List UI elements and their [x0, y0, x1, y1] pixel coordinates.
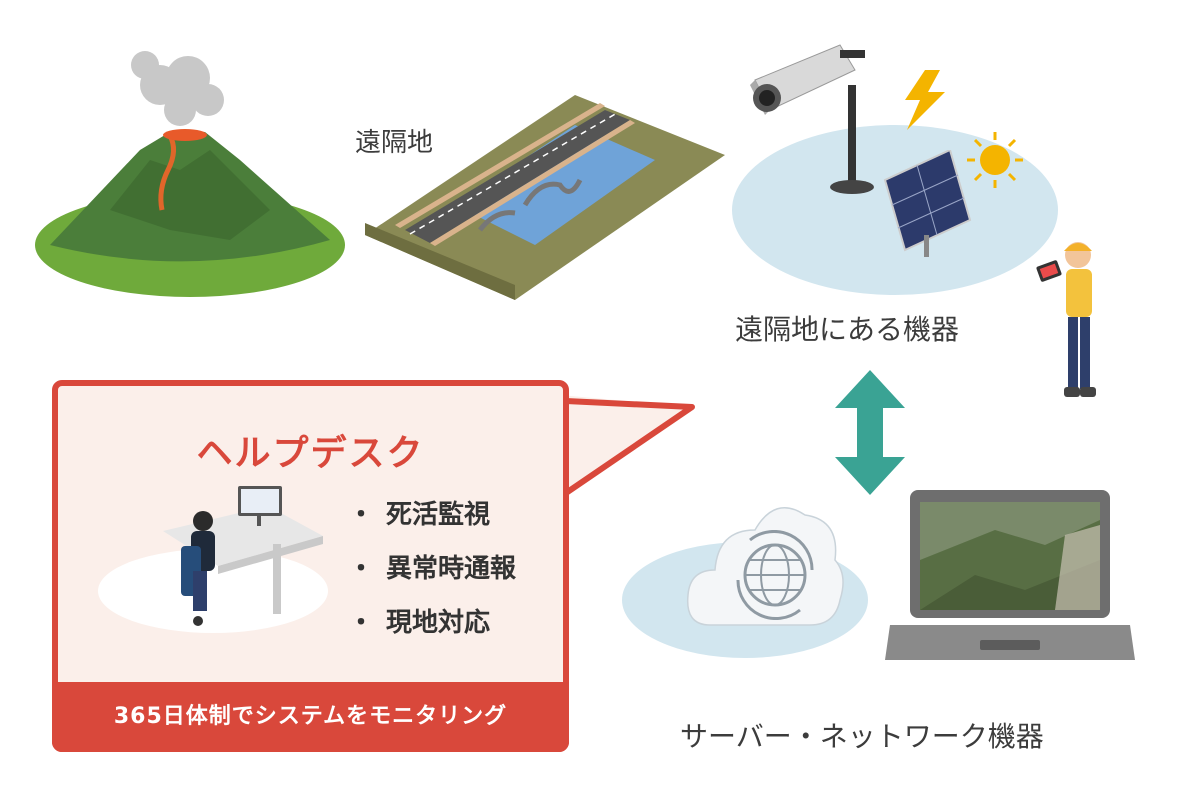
operator-desk-icon: [98, 486, 328, 633]
worker-icon: [1036, 242, 1096, 397]
service-item: ・死活監視: [348, 500, 491, 530]
helpdesk-panel: ヘルプデスク ・死活監視 ・異常時通報 ・現地対応 365日体制でシステムをモニ…: [52, 380, 569, 752]
bubble-tail: [560, 395, 695, 496]
server-network-label: サーバー・ネットワーク機器: [680, 720, 1044, 753]
double-arrow-icon: [835, 370, 905, 495]
volcano-icon: [35, 51, 345, 297]
remote-devices-label: 遠隔地にある機器: [735, 313, 960, 346]
laptop-icon: [885, 490, 1135, 660]
sun-icon: [967, 132, 1023, 188]
camera-pole: [848, 85, 856, 185]
helpdesk-title: ヘルプデスク: [196, 433, 425, 474]
camera-icon: [750, 44, 865, 115]
lightning-icon: [905, 70, 945, 130]
solar-panel-icon: [883, 150, 972, 257]
helpdesk-banner: 365日体制でシステムをモニタリング: [52, 682, 569, 752]
service-item: ・現地対応: [348, 608, 491, 638]
bridge-icon: [365, 95, 725, 300]
globe-icon: [736, 530, 814, 620]
service-list: ・死活監視 ・異常時通報 ・現地対応: [348, 488, 516, 650]
remote-label: 遠隔地: [355, 128, 434, 158]
cloud-icon: [686, 507, 844, 626]
service-item: ・異常時通報: [348, 554, 517, 584]
